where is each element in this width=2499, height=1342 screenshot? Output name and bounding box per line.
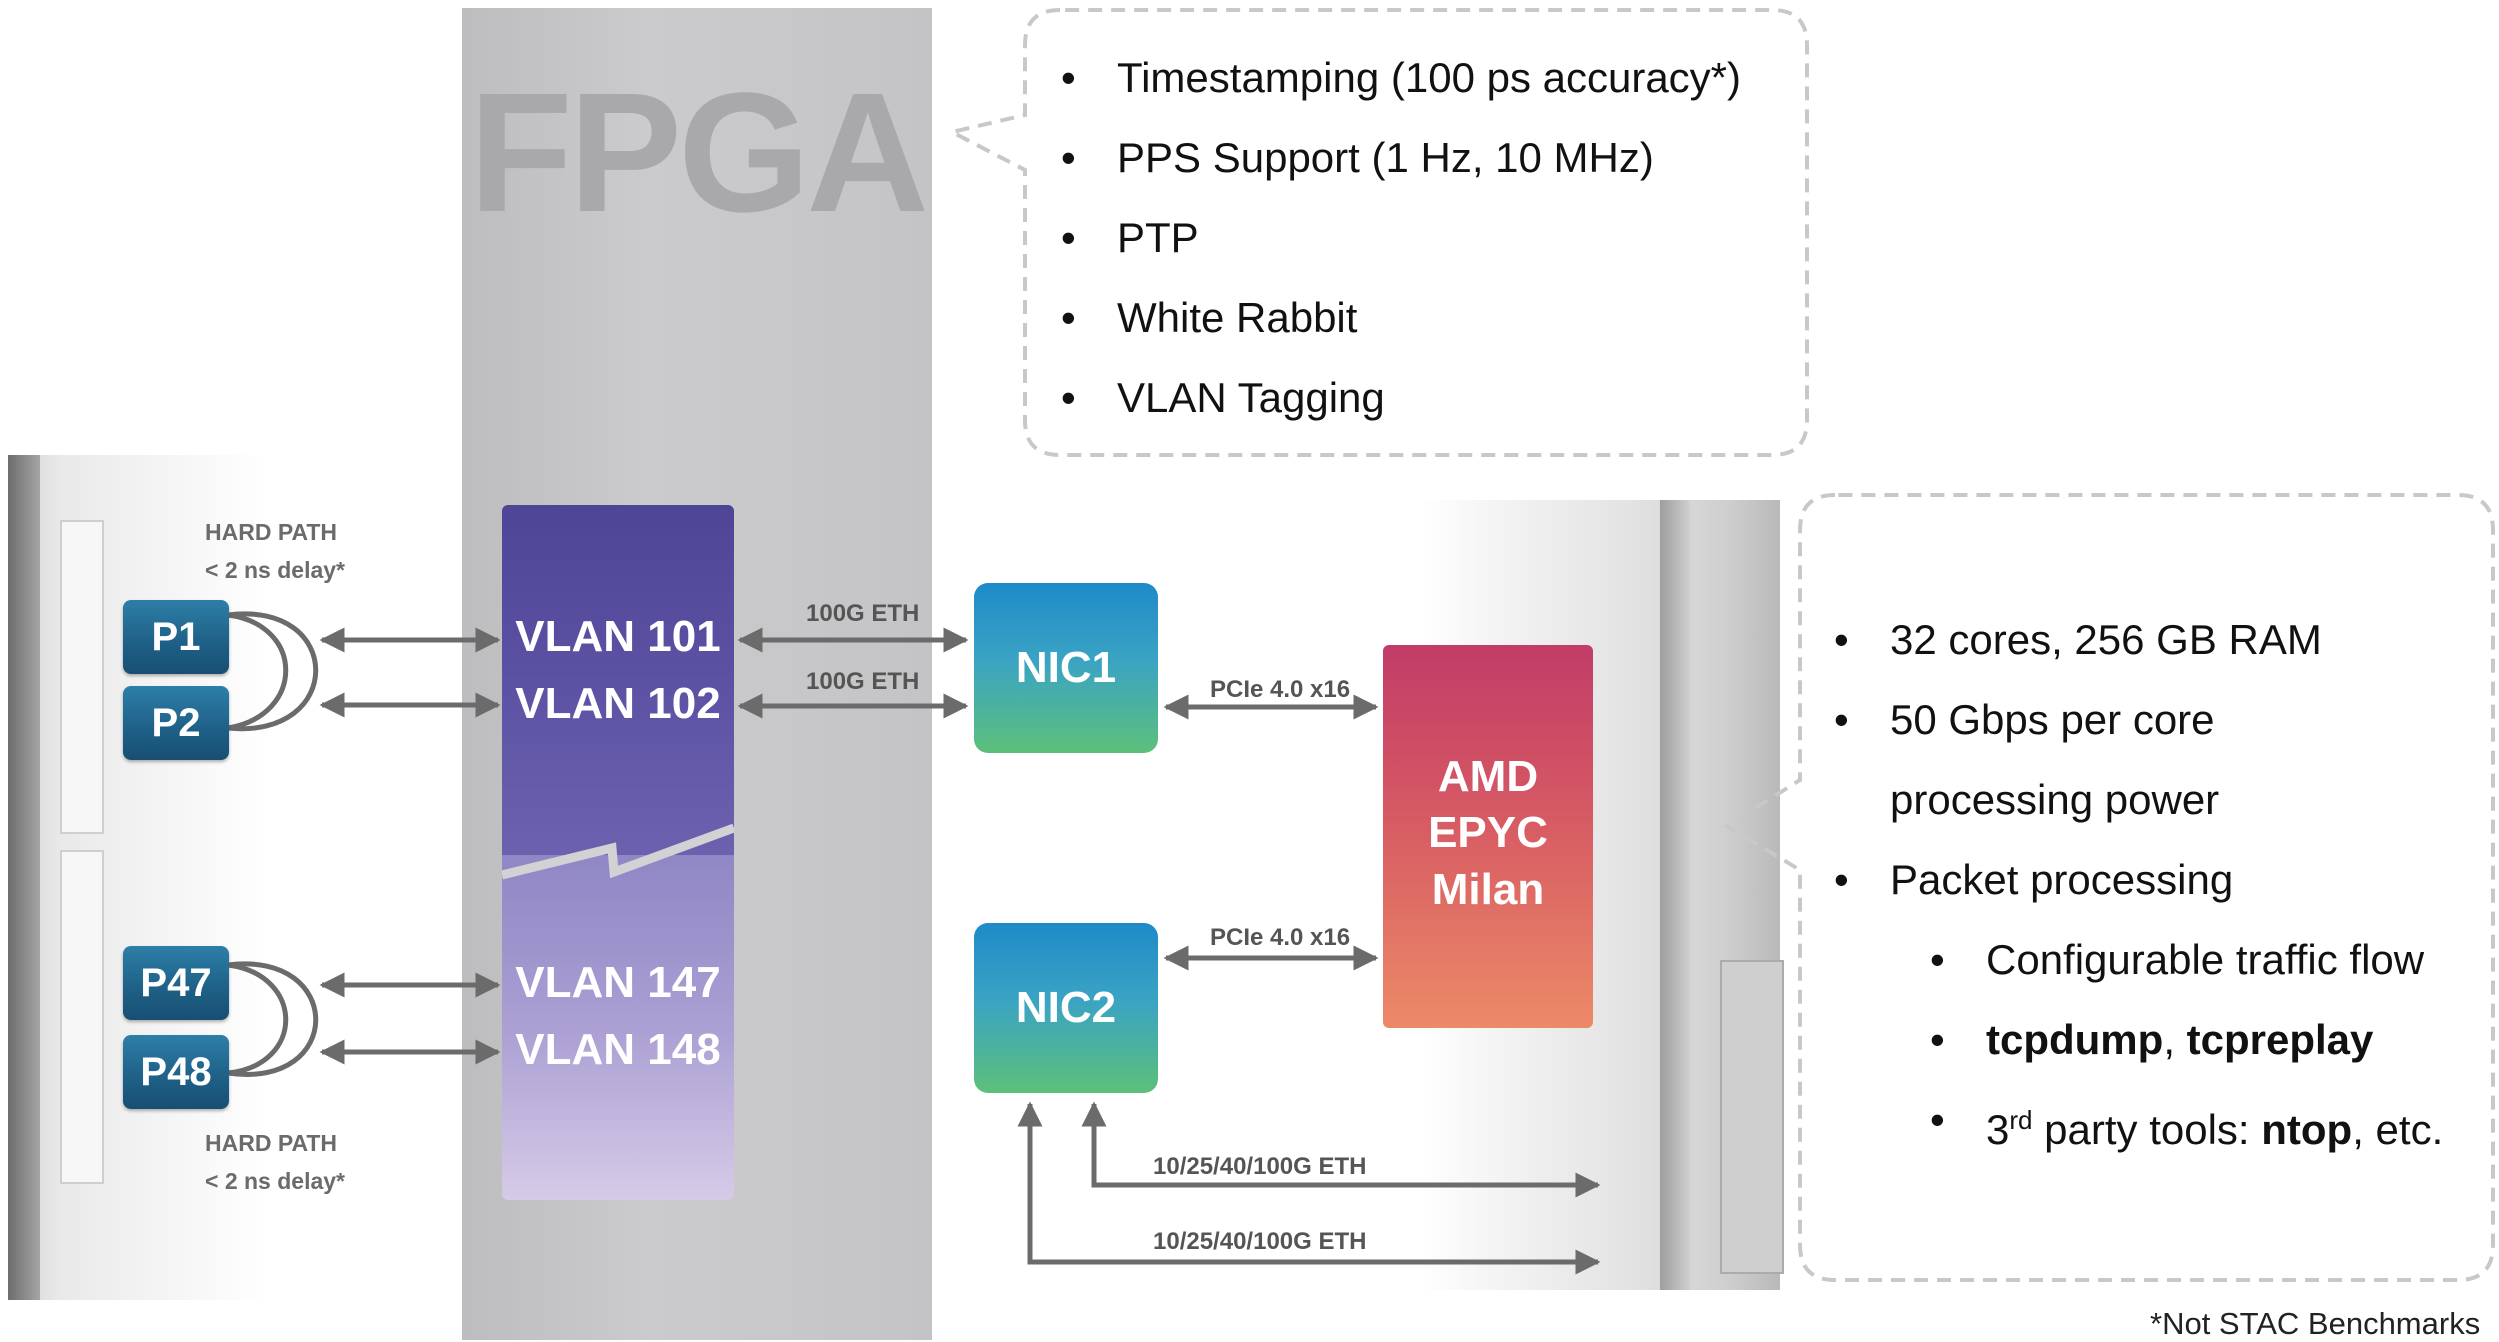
tool-name: ntop bbox=[2261, 1106, 2353, 1153]
ordinal-suffix: rd bbox=[2009, 1105, 2033, 1135]
vlan-label: VLAN 102 bbox=[515, 679, 721, 728]
server-feature-item: Packet processing Configurable traffic f… bbox=[1834, 840, 2443, 1170]
server-feature-text: 50 Gbps per core bbox=[1890, 696, 2215, 743]
ext-eth-label: 10/25/40/100G ETH bbox=[1153, 1228, 1367, 1255]
left-chassis-edge bbox=[8, 455, 40, 1300]
tool-name: tcpreplay bbox=[2186, 1016, 2374, 1063]
fpga-feature-item: PTP bbox=[1061, 208, 1741, 288]
server-feature-item: 32 cores, 256 GB RAM bbox=[1834, 600, 2443, 680]
server-feature-item: 50 Gbps per core processing power bbox=[1834, 680, 2443, 840]
fpga-feature-list: Timestamping (100 ps accuracy*) PPS Supp… bbox=[1061, 48, 1741, 448]
pcie-link-label: PCIe 4.0 x16 bbox=[1210, 924, 1351, 951]
footnote: *Not STAC Benchmarks bbox=[2150, 1306, 2481, 1341]
hard-path-title: HARD PATH bbox=[205, 1130, 338, 1156]
hard-path-delay: < 2 ns delay* bbox=[205, 557, 345, 583]
vlan-block-lower bbox=[502, 855, 734, 1200]
cpu-model: Milan bbox=[1431, 865, 1545, 914]
vlan-label: VLAN 101 bbox=[515, 612, 721, 661]
cpu-vendor: AMD bbox=[1437, 752, 1539, 801]
tool-name: tcpdump bbox=[1986, 1016, 2164, 1063]
pcie-link-label: PCIe 4.0 x16 bbox=[1210, 676, 1351, 703]
hard-path-label-bottom: HARD PATH < 2 ns delay* bbox=[205, 1124, 345, 1200]
sub-feature-text: , etc. bbox=[2352, 1106, 2444, 1153]
vlan-label: VLAN 148 bbox=[515, 1025, 721, 1074]
sub-feature-item: tcpdump, tcpreplay bbox=[1930, 1000, 2443, 1080]
packet-processing-sublist: Configurable traffic flow tcpdump, tcpre… bbox=[1890, 920, 2443, 1170]
port-p47: P47 bbox=[123, 946, 229, 1020]
hard-path-loop-top-inner bbox=[227, 612, 289, 731]
ordinal-number: 3 bbox=[1986, 1106, 2010, 1153]
server-feature-list: 32 cores, 256 GB RAM 50 Gbps per core pr… bbox=[1834, 600, 2443, 1170]
separator: , bbox=[2163, 1016, 2187, 1063]
nic1-box: NIC1 bbox=[974, 583, 1158, 753]
fpga-title: FPGA bbox=[468, 58, 929, 248]
eth-link-label: 100G ETH bbox=[806, 600, 920, 627]
right-chassis-bay bbox=[1720, 960, 1784, 1274]
sub-feature-item: Configurable traffic flow bbox=[1930, 920, 2443, 1000]
hard-path-label-top: HARD PATH < 2 ns delay* bbox=[205, 513, 345, 589]
port-p2: P2 bbox=[123, 686, 229, 760]
cpu-family: EPYC bbox=[1428, 808, 1548, 857]
hard-path-title: HARD PATH bbox=[205, 519, 338, 545]
left-chassis-panel bbox=[60, 520, 104, 834]
server-feature-text: Packet processing bbox=[1890, 856, 2234, 903]
fpga-feature-item: PPS Support (1 Hz, 10 MHz) bbox=[1061, 128, 1741, 208]
port-p48: P48 bbox=[123, 1035, 229, 1109]
server-features-callout bbox=[1723, 493, 2495, 1282]
vlan-block-upper bbox=[502, 505, 734, 875]
hard-path-loop-bottom bbox=[227, 961, 319, 1077]
vlan-label: VLAN 147 bbox=[515, 958, 721, 1007]
fpga-feature-item: VLAN Tagging bbox=[1061, 368, 1741, 448]
hard-path-delay: < 2 ns delay* bbox=[205, 1168, 345, 1194]
fpga-features-callout bbox=[946, 8, 1809, 457]
vlan-break-line bbox=[502, 823, 734, 880]
left-switch-chassis bbox=[8, 455, 268, 1300]
left-chassis-panel bbox=[60, 850, 104, 1184]
port-p1: P1 bbox=[123, 600, 229, 674]
right-chassis-bar bbox=[1660, 500, 1690, 1290]
server-feature-text: processing power bbox=[1890, 776, 2220, 823]
sub-feature-text: party tools: bbox=[2032, 1106, 2262, 1153]
nic2-box: NIC2 bbox=[974, 923, 1158, 1093]
ext-eth-label: 10/25/40/100G ETH bbox=[1153, 1153, 1367, 1180]
ext-eth-arrow-2 bbox=[1017, 1101, 1601, 1275]
amd-epyc-box bbox=[1383, 645, 1593, 1028]
fpga-feature-item: Timestamping (100 ps accuracy*) bbox=[1061, 48, 1741, 128]
hard-path-loop-top bbox=[227, 611, 319, 732]
sub-feature-item: 3rd party tools: ntop, etc. bbox=[1930, 1080, 2444, 1170]
fpga-feature-item: White Rabbit bbox=[1061, 288, 1741, 368]
hard-path-loop-bottom-inner bbox=[227, 962, 289, 1076]
eth-link-label: 100G ETH bbox=[806, 668, 920, 695]
